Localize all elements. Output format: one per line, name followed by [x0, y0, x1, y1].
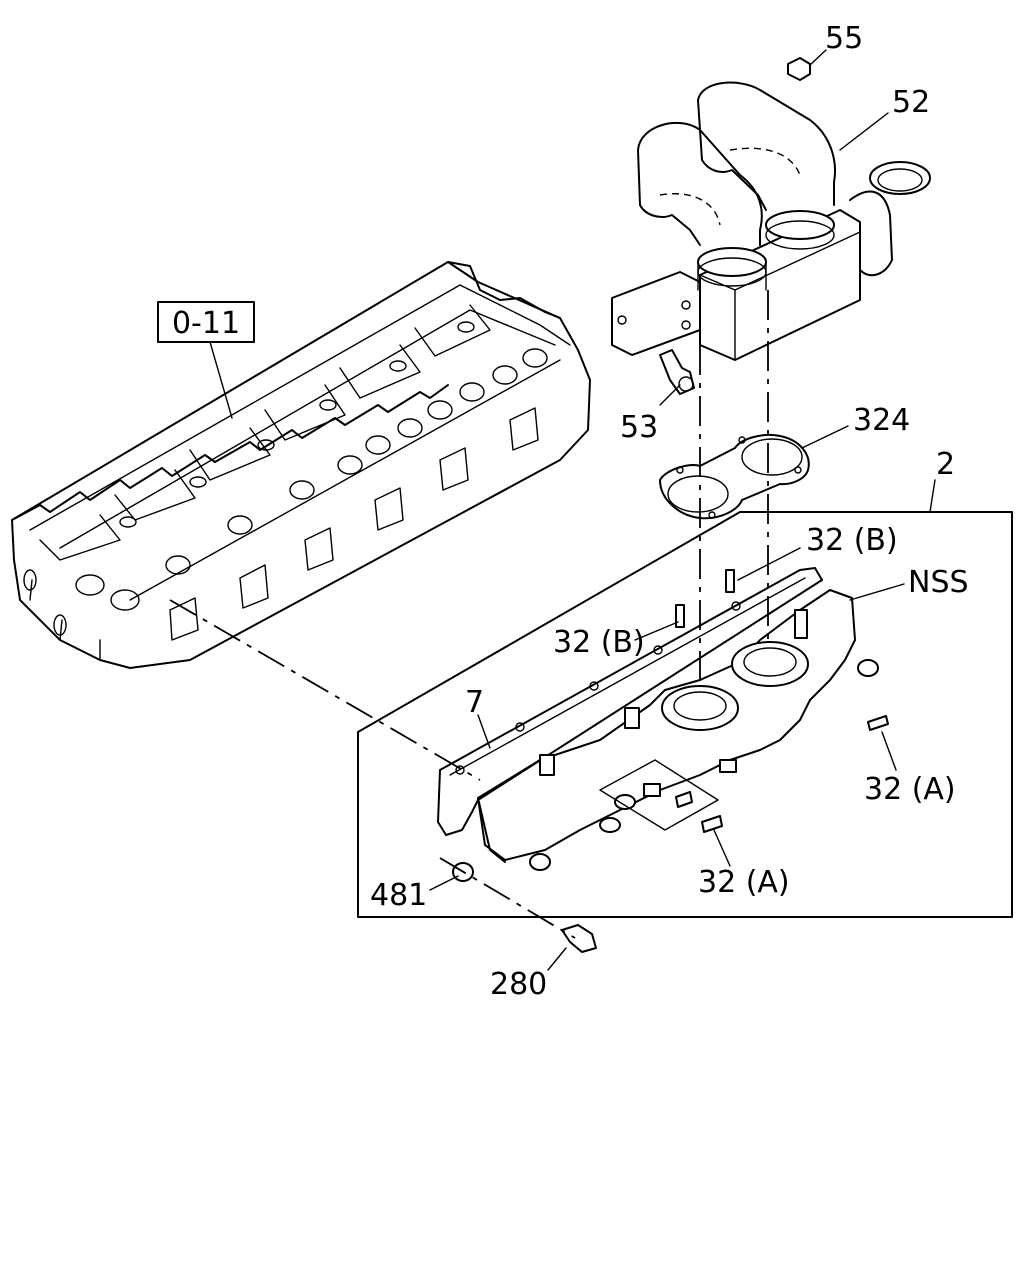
callout-32b-left: 32 (B) [553, 625, 645, 660]
callout-324: 324 [853, 403, 910, 438]
callout-2: 2 [936, 447, 955, 482]
leader-reference [209, 341, 233, 419]
callout-32b-top: 32 (B) [806, 523, 898, 558]
callout-32a-bottom: 32 (A) [698, 865, 790, 900]
gasket-to-head-line [169, 599, 481, 781]
callout-52: 52 [892, 85, 930, 120]
callout-280: 280 [490, 967, 547, 1002]
leader-lines [429, 49, 936, 971]
bolt-alignment-line [439, 857, 576, 939]
callout-32a-right: 32 (A) [864, 772, 956, 807]
gasket-324 [659, 434, 810, 520]
intake-pipe-assembly [611, 57, 931, 395]
callout-481: 481 [370, 878, 427, 913]
manifold-gasket [437, 567, 823, 836]
callout-nss: NSS [908, 565, 969, 600]
reference-box-label: 0-11 [172, 306, 240, 341]
cylinder-head [11, 261, 591, 669]
callout-55: 55 [825, 21, 863, 56]
intake-manifold [452, 569, 889, 953]
reference-box[interactable]: 0-11 [157, 301, 255, 343]
assembly-frame [357, 511, 1013, 918]
callout-7: 7 [465, 685, 484, 720]
callout-53: 53 [620, 410, 658, 445]
